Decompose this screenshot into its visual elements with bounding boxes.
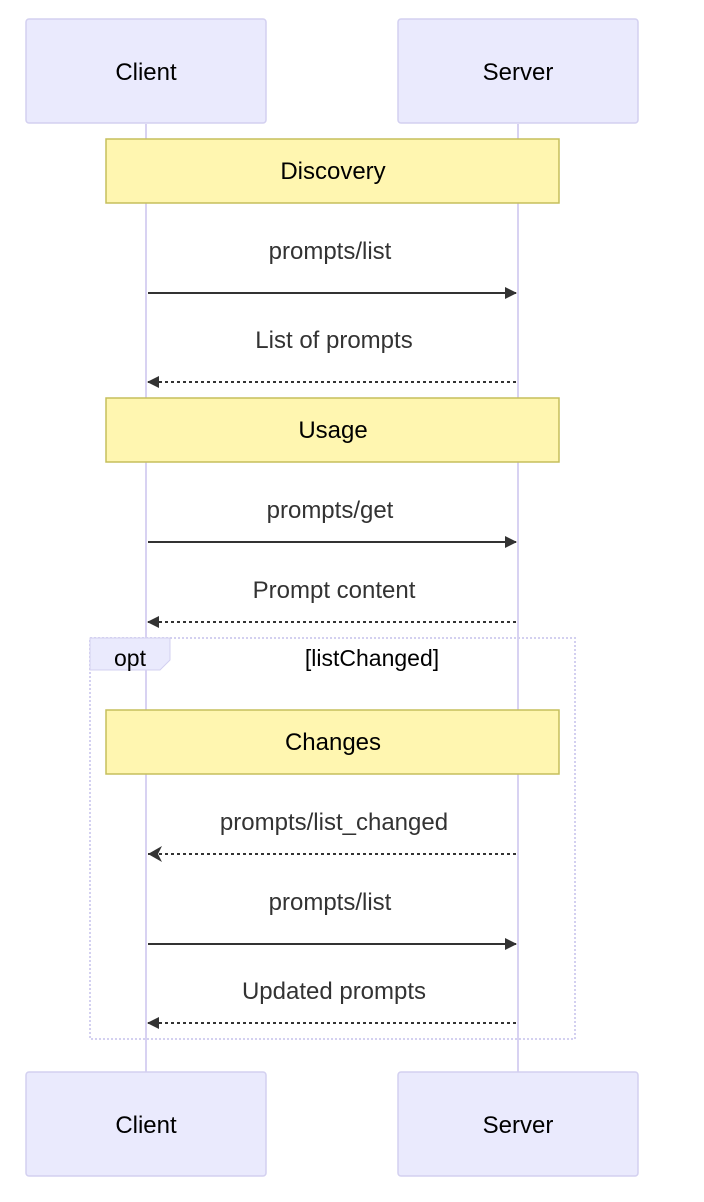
message-prompts-list-2: prompts/list [148,889,517,950]
participant-server-label: Server [483,1112,554,1139]
participant-client-bottom: Client [25,1071,267,1177]
message-label: List of prompts [255,327,412,354]
note-changes: Changes [105,709,560,775]
participant-client-label: Client [115,59,177,86]
participant-client-label: Client [115,1112,177,1139]
participant-server-label: Server [483,59,554,86]
message-prompts-list: prompts/list [148,238,517,299]
note-discovery-label: Discovery [280,158,385,185]
message-updated-prompts: Updated prompts [147,978,516,1029]
message-label: prompts/list_changed [220,809,448,836]
participant-client-top: Client [25,18,267,124]
message-label: Updated prompts [242,978,426,1005]
opt-condition: [listChanged] [305,645,439,671]
opt-frame [89,637,576,1040]
participant-server-top: Server [397,18,639,124]
message-list-of-prompts: List of prompts [147,327,516,388]
note-usage: Usage [105,397,560,463]
message-label: prompts/get [267,497,394,524]
note-changes-label: Changes [285,729,381,756]
message-label: prompts/list [269,889,392,916]
note-usage-label: Usage [298,417,367,444]
opt-tab [89,637,171,671]
message-prompts-get: prompts/get [148,497,517,548]
opt-keyword: opt [114,645,147,671]
participant-server-bottom: Server [397,1071,639,1177]
message-label: Prompt content [253,577,416,604]
message-prompts-list-changed: prompts/list_changed [148,809,516,862]
opt-block: opt [listChanged] [89,637,576,1040]
message-prompt-content: Prompt content [147,577,516,628]
note-discovery: Discovery [105,138,560,204]
message-label: prompts/list [269,238,392,265]
